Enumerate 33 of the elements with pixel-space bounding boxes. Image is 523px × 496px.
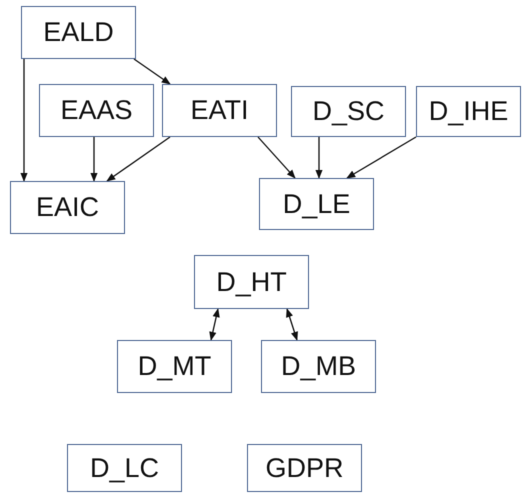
process-box [67,444,182,492]
node-label: D_LE [282,188,350,220]
process-box [416,86,521,137]
process-box [261,340,376,393]
node-label: D_IHE [428,96,508,127]
node-label: D_MB [280,351,356,382]
arrow [346,136,416,179]
process-box [259,178,374,230]
process-box [194,255,309,309]
arrow [106,136,170,182]
process-box [291,86,406,137]
process-box [117,340,232,393]
arrow [20,59,28,182]
node-label: D_SC [312,96,385,127]
node-label: GDPR [265,452,344,484]
arrow [209,308,220,341]
process-box [247,444,362,492]
arrow [90,137,98,182]
process-box [21,6,136,59]
arrow [134,58,171,85]
arrow [258,136,296,179]
node-label: D_HT [216,266,287,298]
node-label: EAAS [60,95,133,126]
arrow [315,137,323,179]
node-label: EATI [190,95,248,126]
arrow [286,308,298,341]
node-label: D_MT [138,351,212,382]
node-label: EALD [43,17,114,48]
process-box [162,84,277,137]
node-label: EAIC [36,192,100,223]
node-label: D_LC [90,452,160,484]
process-box [10,181,125,234]
process-box [39,84,154,137]
